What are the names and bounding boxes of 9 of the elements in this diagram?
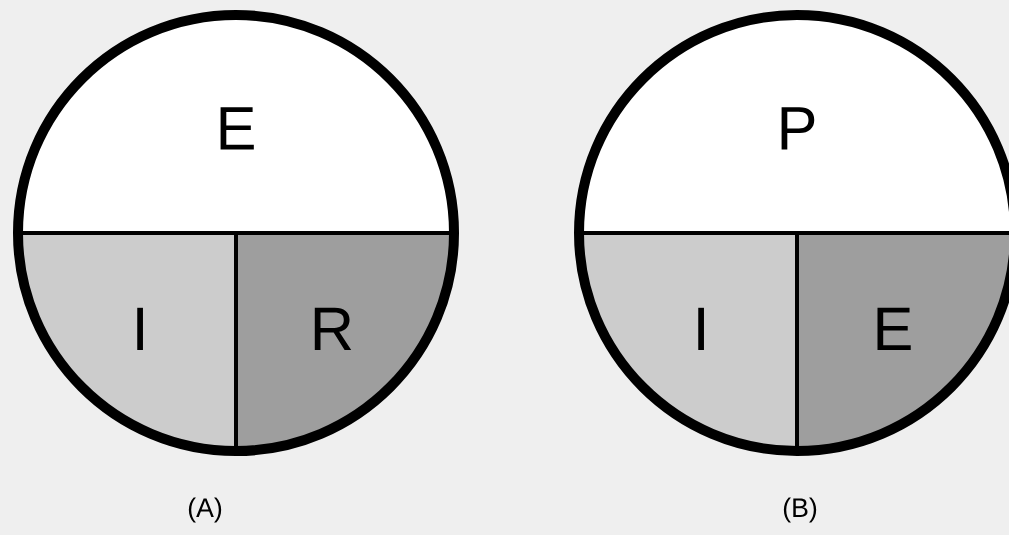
circle-segment: R [234, 231, 456, 453]
circle-outline [574, 10, 1009, 456]
circle-segment: E [795, 231, 1009, 453]
circle-segment: E [16, 13, 456, 235]
circle-segment: I [16, 231, 238, 453]
caption-label: (B) [783, 497, 817, 523]
circle-segment: I [577, 231, 799, 453]
caption-label: (A) [188, 497, 222, 523]
circle-outline [13, 10, 459, 456]
